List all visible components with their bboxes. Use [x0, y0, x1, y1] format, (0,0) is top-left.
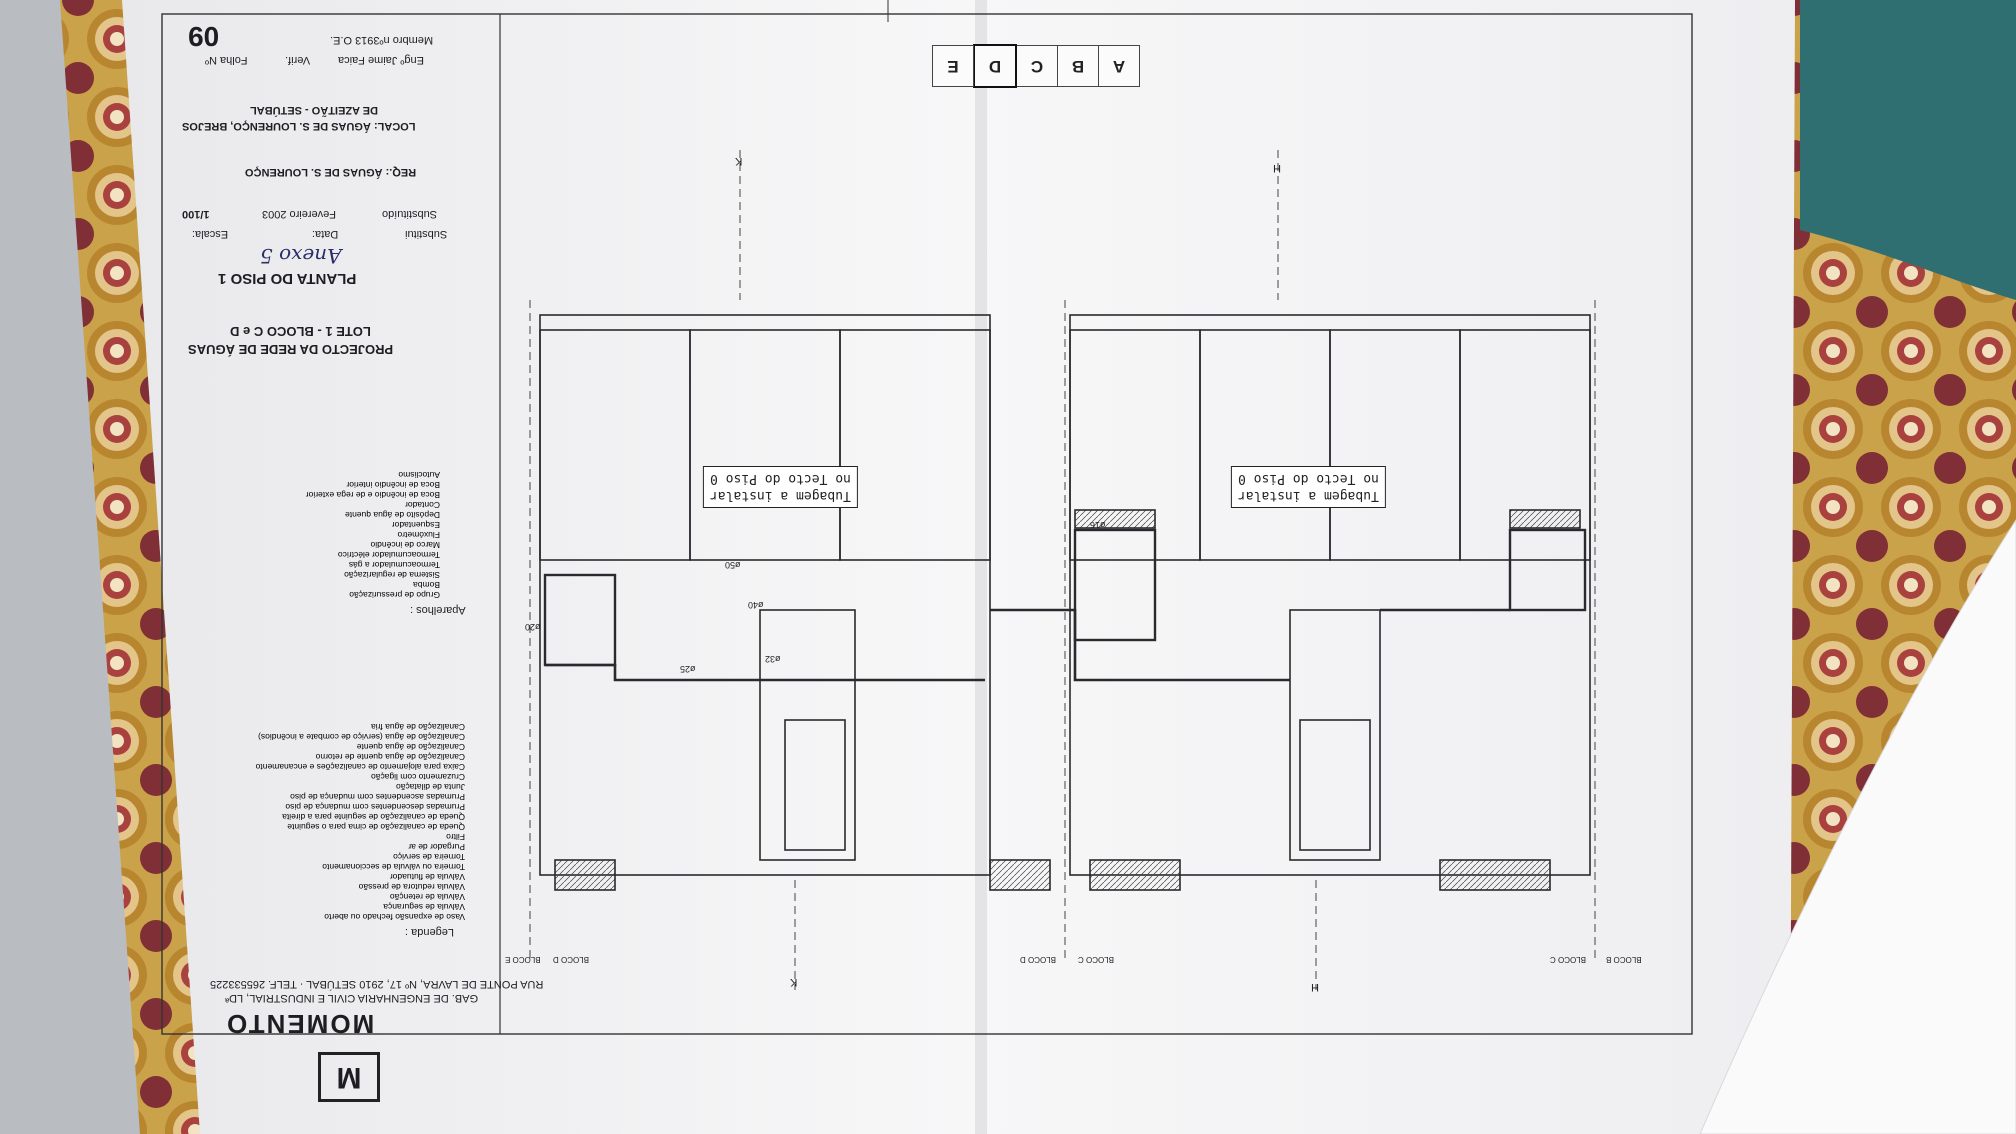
legend-item: Vaso de expansão fechado ou aberto — [324, 912, 465, 922]
axis-lines — [529, 150, 1596, 990]
meta-escala-label: Escala: — [192, 228, 229, 240]
note-line: Tubagem a instalar — [710, 488, 851, 503]
project-title: PROJECTO DA REDE DE ÁGUAS — [188, 342, 394, 357]
appliance-item: Boca de incêndio interior — [346, 480, 440, 490]
legend-item: Canalização de água (serviço de combate … — [258, 732, 465, 742]
legend-item: Canalização de água quente de retorno — [315, 752, 465, 762]
appliance-item: Depósito de água quente — [345, 510, 440, 520]
fold-shadow — [975, 0, 987, 1134]
legend-item: Torneira de serviço — [393, 852, 465, 862]
firm-line1: GAB. DE ENGENHARIA CIVIL E INDUSTRIAL, L… — [225, 992, 479, 1004]
appliance-item: Contador — [405, 500, 440, 510]
section-tab-b: B — [1057, 45, 1099, 87]
drawing-frame — [161, 13, 1693, 1035]
section-tab-c: C — [1016, 45, 1058, 87]
meta-substituido: Substituído — [382, 208, 438, 220]
appliances-title: Aparelhos : — [410, 604, 466, 616]
appliance-item: Fluxómetro — [397, 530, 440, 540]
pipe-label: ø40 — [748, 600, 764, 610]
sheet-number: 09 — [188, 21, 220, 52]
legend-item: Válvula redutora de pressão — [358, 882, 465, 892]
pipe-label: ø50 — [725, 560, 741, 570]
axis-mark: H — [1311, 981, 1319, 993]
floorplan-left — [539, 314, 1051, 891]
legend-title: Legenda : — [405, 926, 454, 938]
pipe-note-left: Tubagem a instalar no Tecto do Piso 0 — [703, 466, 858, 508]
block-label: BLOCO D — [1020, 955, 1057, 964]
local-line1: LOCAL: ÁGUAS DE S. LOURENÇO, BREJOS — [182, 120, 416, 132]
appliance-item: Bomba — [413, 580, 440, 590]
meta-data-label: Data: — [312, 228, 339, 240]
meta-escala-value: 1/100 — [182, 208, 210, 220]
pipe-note-right: Tubagem a instalar no Tecto do Piso 0 — [1231, 466, 1386, 508]
req-line: REQ.: ÁGUAS DE S. LOURENÇO — [245, 166, 417, 178]
legend-item: Prumadas ascendentes com mudança de piso — [290, 792, 465, 802]
grey-table-edge — [0, 0, 140, 1134]
block-label: BLOCO E — [505, 955, 541, 964]
note-line: Tubagem a instalar — [1238, 488, 1379, 503]
meta-data-value: Fevereiro 2003 — [262, 208, 336, 220]
appliance-item: Termoacumulador eléctrico — [337, 550, 440, 560]
legend-item: Queda de canalização de seguinte para a … — [282, 812, 465, 822]
project-subtitle: LOTE 1 - BLOCO C e D — [230, 324, 371, 339]
section-tabs: A B C D E — [906, 40, 1140, 92]
appliance-list: Grupo de pressurização Bomba Sistema de … — [240, 390, 440, 600]
pipe-label: ø32 — [765, 654, 781, 664]
legend-item: Cruzamento com ligação — [370, 772, 465, 782]
section-tab-d: D — [973, 44, 1017, 88]
appliance-item: Termoacumulador a gás — [348, 560, 440, 570]
legend-item: Válvula de flutuador — [389, 872, 465, 882]
floorplan-right — [990, 314, 1591, 891]
legend-item: Torneira ou válvula de seccionamento — [322, 862, 465, 872]
firm-logo-icon: M — [318, 1052, 380, 1102]
legend-item: Filtro — [446, 832, 465, 842]
legend-item: Caixa para alojamento de canalizações e … — [255, 762, 465, 772]
firm-line2: RUA PONTE DE LAVRA, Nº 17, 2910 SETÚBAL … — [210, 978, 544, 990]
appliance-item: Marco de incêndio — [370, 540, 440, 550]
pipe-label: ø20 — [525, 622, 541, 632]
block-label: BLOCO C — [1078, 955, 1115, 964]
legend-item: Prumadas descendentes com mudança de pis… — [285, 802, 465, 812]
teal-chair — [1800, 0, 2016, 300]
appliance-item: Esquentador — [391, 520, 440, 530]
legend-item: Canalização de água fria — [370, 722, 465, 732]
legend-item: Válvula de retenção — [389, 892, 465, 902]
local-line2: DE AZEITÃO - SETÚBAL — [250, 104, 378, 116]
meta-substitui: Substitui — [405, 228, 448, 240]
section-tab-a: A — [1098, 45, 1140, 87]
axis-mark: K — [790, 976, 798, 988]
note-line: no Tecto do Piso 0 — [710, 471, 851, 486]
section-tab-e: E — [932, 45, 974, 87]
legend-item: Purgador de ar — [408, 842, 465, 852]
appliance-item: Autoclismo — [398, 470, 440, 480]
appliance-item: Grupo de pressurização — [349, 590, 440, 600]
firm-name: MOMENTO — [225, 1009, 375, 1039]
block-label: BLOCO B — [1606, 955, 1642, 964]
annex-handwritten: Anexo 5 — [260, 244, 342, 268]
legend-item: Junta de dilatação — [396, 782, 465, 792]
axis-mark: K — [735, 155, 743, 167]
block-label: BLOCO D — [553, 955, 590, 964]
member-number: Membro nº3913 O.E. — [330, 34, 434, 46]
folha-label: Folha Nº — [205, 54, 248, 66]
axis-mark: H — [1273, 162, 1281, 174]
appliance-item: Sistema de regularização — [344, 570, 440, 580]
note-line: no Tecto do Piso 0 — [1238, 471, 1379, 486]
legend-item: Canalização de água quente — [356, 742, 465, 752]
legend-item: Válvula de segurança — [383, 902, 465, 912]
legend-list: Vaso de expansão fechado ou aberto Válvu… — [215, 640, 465, 922]
curled-page — [1699, 519, 2016, 1134]
legend-item: Queda de canalização de cima para o segu… — [287, 822, 465, 832]
pipe-label: ø25 — [680, 664, 696, 674]
pipe-label: ø16 — [1090, 520, 1106, 530]
drawing-title: PLANTA DO PISO 1 — [218, 270, 357, 287]
engineer-name: Engº Jaime Faica — [338, 54, 424, 66]
verif-label: Verif. — [285, 54, 311, 66]
appliance-item: Boca de incêndio e de rega exterior — [305, 490, 440, 500]
block-label: BLOCO C — [1550, 955, 1587, 964]
